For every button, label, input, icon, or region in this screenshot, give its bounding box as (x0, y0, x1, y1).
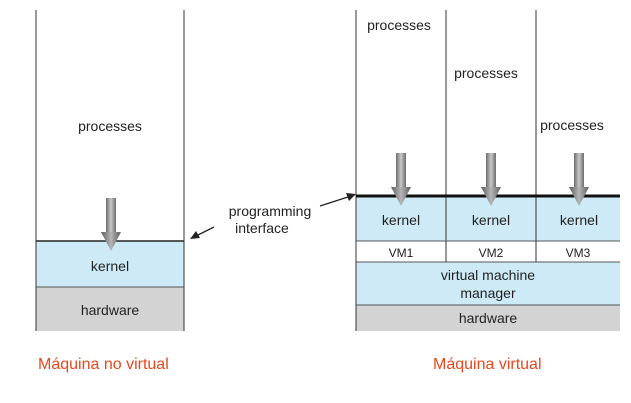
vm2-kernel-label: kernel (472, 212, 510, 228)
vm1-processes-label: processes (367, 17, 431, 33)
interface-label-line1: programming (229, 203, 311, 219)
vm1-label: VM1 (389, 246, 414, 260)
virtual-machine-caption: Máquina virtual (433, 356, 542, 373)
left-processes-label: processes (78, 118, 142, 134)
vm2-down-arrow (481, 153, 501, 206)
vm1-down-arrow (391, 153, 411, 206)
left-down-arrow (101, 198, 121, 251)
vmm-label-line2: manager (460, 285, 516, 301)
vm3-kernel-label: kernel (560, 212, 598, 228)
vm-label-row (356, 241, 620, 262)
interface-arrowhead-right (346, 193, 356, 201)
vm3-down-arrow (569, 153, 589, 206)
vmm-box (356, 262, 620, 305)
vm2-label: VM2 (479, 246, 504, 260)
interface-arrowhead-left (190, 231, 200, 239)
vmm-label-line1: virtual machine (441, 267, 535, 283)
interface-label-line2: interface (235, 220, 289, 236)
non-virtual-machine-caption: Máquina no virtual (38, 356, 169, 373)
programming-interface-annotation: programming interface (190, 193, 356, 239)
left-kernel-label: kernel (91, 258, 129, 274)
vm3-label: VM3 (566, 246, 591, 260)
interface-pointer-left (195, 226, 215, 237)
left-hardware-label: hardware (81, 302, 140, 318)
right-hardware-box (356, 305, 620, 331)
virtual-machine: processes processes processes kernel ker… (355, 10, 620, 331)
left-hardware-box (36, 287, 184, 331)
right-hardware-label: hardware (459, 310, 518, 326)
non-virtual-machine: processes kernel hardware (35, 10, 185, 331)
vm3-processes-label: processes (540, 117, 604, 133)
interface-pointer-right (319, 195, 352, 207)
vm2-processes-label: processes (454, 65, 518, 81)
vm1-kernel-label: kernel (382, 212, 420, 228)
